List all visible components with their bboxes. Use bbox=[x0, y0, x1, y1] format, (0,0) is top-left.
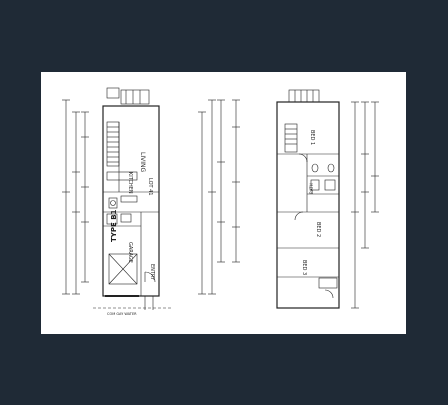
ground-dimension-lines-left bbox=[62, 99, 89, 295]
room-label-bed2: BED 2 bbox=[315, 222, 321, 237]
street-label: COM GAY WATER bbox=[107, 312, 137, 316]
room-label-entry: ENTRY bbox=[149, 264, 155, 281]
room-label-garage: GARAGE bbox=[127, 242, 133, 263]
middle-dimension-lines bbox=[198, 99, 240, 295]
room-label-bath: BATH bbox=[309, 183, 314, 194]
first-dimension-lines-right bbox=[351, 101, 379, 309]
room-label-kitchen: KITCHEN bbox=[127, 172, 133, 194]
floor-plan-drawing: LIVING KITCHEN LOT 41 TYPE B1 GARAGE ENT… bbox=[62, 87, 379, 316]
drawing-sheet: LIVING KITCHEN LOT 41 TYPE B1 GARAGE ENT… bbox=[41, 72, 406, 334]
room-label-type: TYPE B1 bbox=[110, 209, 118, 242]
room-label-living: LIVING bbox=[139, 152, 146, 172]
ground-floor-plan bbox=[102, 87, 160, 310]
room-label-bed1: BED 1 bbox=[309, 130, 315, 145]
first-floor-plan bbox=[276, 89, 340, 309]
room-label-lot: LOT 41 bbox=[147, 178, 153, 196]
room-label-bed3: BED 3 bbox=[301, 260, 307, 275]
